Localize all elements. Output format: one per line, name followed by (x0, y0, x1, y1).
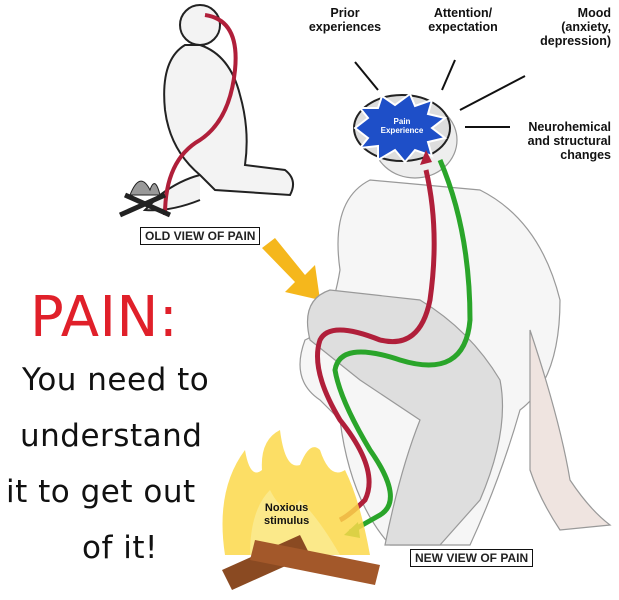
headline-line: it to get out (6, 474, 196, 510)
new-view-label: NEW VIEW OF PAIN (410, 549, 534, 567)
label-line: stimulus (264, 515, 310, 527)
label-line: depression) (540, 34, 611, 48)
old-view-pain-path (163, 13, 238, 216)
red-pain-path (315, 169, 437, 523)
fire-icon (222, 430, 380, 590)
label-line: changes (560, 148, 611, 162)
label-line: Noxious (264, 502, 309, 514)
label-line: Mood (577, 6, 611, 20)
brain-icon (353, 92, 451, 164)
old-view-figure (142, 4, 295, 212)
label-line: Prior (330, 6, 360, 20)
label-line: experiences (308, 20, 382, 34)
label-line: Attention/ (433, 6, 493, 20)
old-fire-icon (118, 180, 172, 218)
label-attention: Attention/expectation (420, 6, 506, 34)
headline-line: understand (20, 418, 203, 454)
headline-line: of it! (82, 530, 158, 566)
label-line: Experience (380, 126, 424, 135)
headline-line: You need to (22, 362, 210, 398)
headline-title: PAIN: (30, 285, 179, 350)
label-mood: Mood(anxiety,depression) (540, 6, 611, 48)
yellow-arrow-icon (262, 238, 320, 300)
label-line: and structural (527, 134, 611, 148)
old-view-label: OLD VIEW OF PAIN (140, 227, 261, 245)
label-arrows (354, 59, 526, 128)
label-line: (anxiety, (561, 20, 611, 34)
label-line: Neurohemical (528, 120, 611, 134)
green-pain-path (332, 159, 473, 535)
arrowhead-up-icon (420, 150, 432, 165)
label-line: Pain (393, 117, 411, 126)
label-line: expectation (428, 20, 498, 34)
